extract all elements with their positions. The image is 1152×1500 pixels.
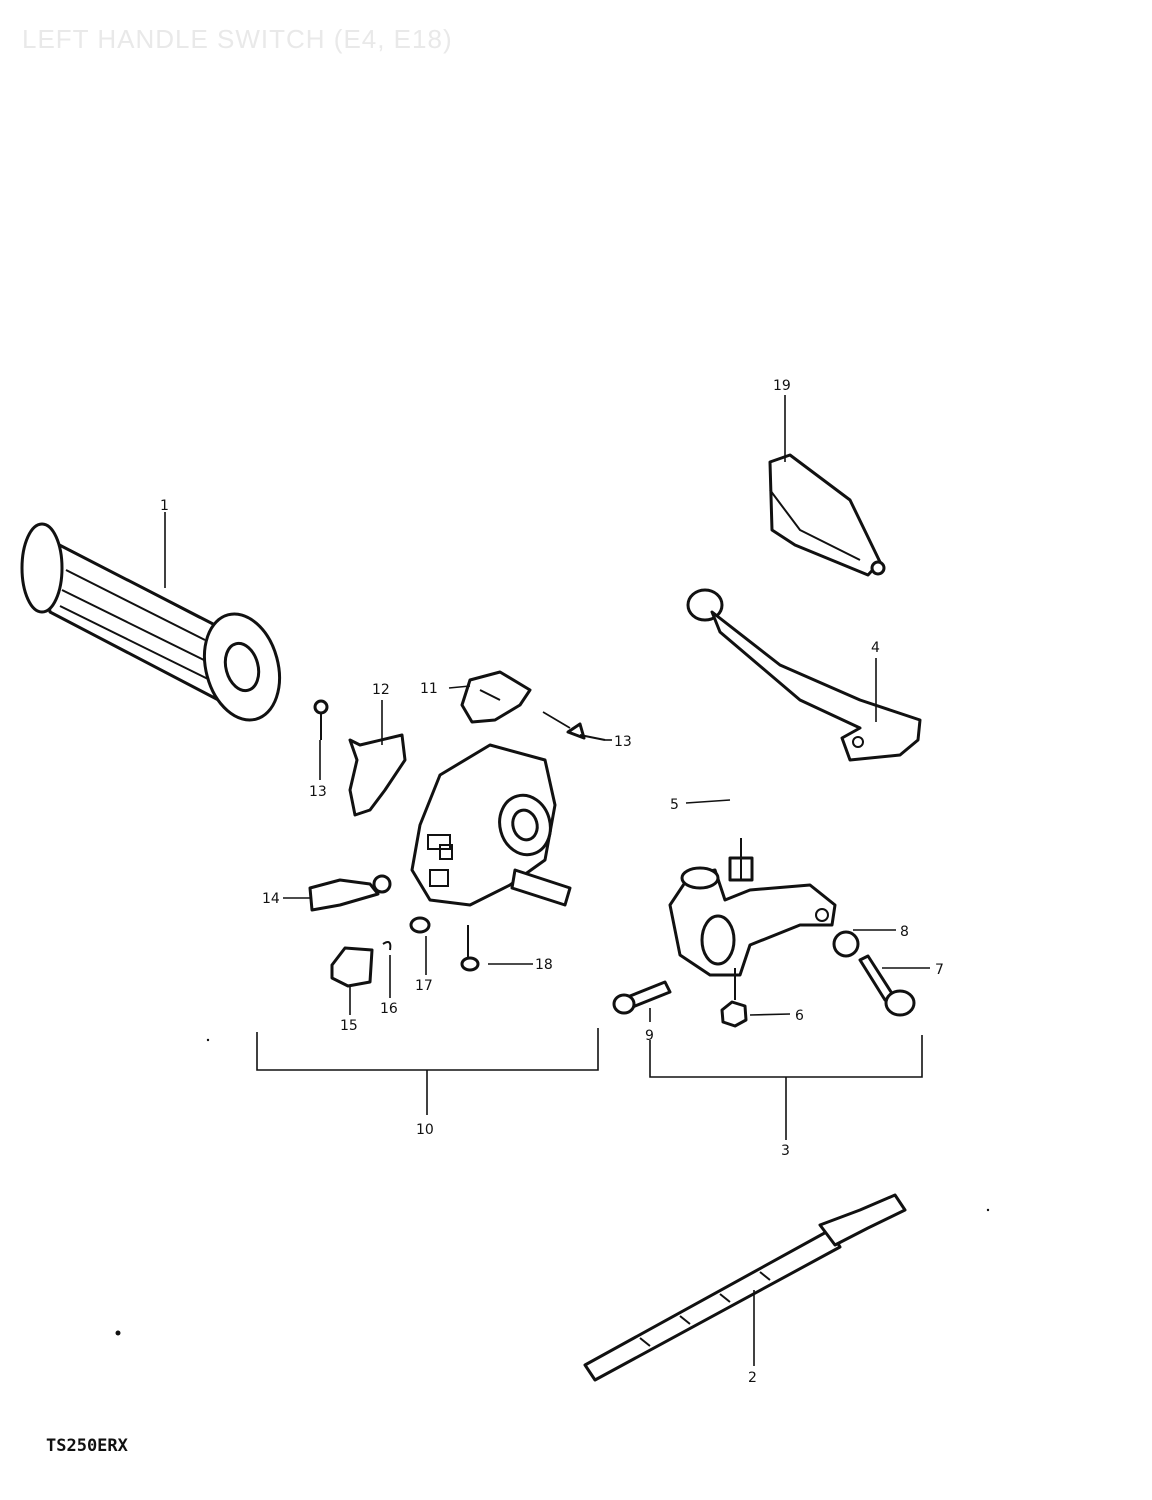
bracket-group-10: [256, 1028, 599, 1115]
callout-4: 4: [871, 640, 880, 656]
callout-17: 17: [415, 978, 433, 994]
callout-7: 7: [935, 962, 944, 978]
part-screw-right: [566, 722, 606, 741]
scan-speck: [986, 1208, 990, 1212]
callout-2: 2: [748, 1370, 757, 1386]
model-code: TS250ERX: [46, 1436, 128, 1456]
part-spring: [409, 916, 431, 934]
part-bolt-18: [460, 925, 480, 972]
part-screw-9: [612, 980, 672, 1015]
callout-16: 16: [380, 1001, 398, 1017]
callout-5: 5: [670, 797, 679, 813]
part-adjuster: [728, 838, 754, 882]
part-lever-holder: [668, 866, 837, 977]
part-nut: [720, 968, 748, 1028]
callout-10: 10: [416, 1122, 434, 1138]
part-screw-left: [313, 699, 329, 740]
part-switch-housing: [410, 743, 572, 907]
part-bolt-7: [858, 954, 916, 1017]
bracket-group-3: [649, 1035, 923, 1140]
part-connector: [308, 874, 392, 912]
callout-13-right: 13: [614, 734, 632, 750]
part-switch-cover: [348, 733, 407, 817]
callout-9: 9: [645, 1028, 654, 1044]
scan-speck: [115, 1330, 121, 1336]
callout-12: 12: [372, 682, 390, 698]
part-lever: [686, 588, 922, 762]
callout-11: 11: [420, 681, 438, 697]
callout-8: 8: [900, 924, 909, 940]
part-lever-cover: [768, 453, 886, 577]
callout-14: 14: [262, 891, 280, 907]
callout-3: 3: [781, 1143, 790, 1159]
leader-lines: [164, 395, 930, 1366]
callout-19: 19: [773, 378, 791, 394]
part-washer: [832, 930, 860, 958]
callout-18: 18: [535, 957, 553, 973]
callout-6: 6: [795, 1008, 804, 1024]
callout-1: 1: [160, 498, 169, 514]
part-switch-lever: [460, 670, 532, 724]
callout-13-left: 13: [309, 784, 327, 800]
part-clip: [382, 941, 392, 951]
part-cable-tie: [583, 1193, 907, 1382]
callout-15: 15: [340, 1018, 358, 1034]
diagram-title: LEFT HANDLE SWITCH (E4, E18): [22, 24, 453, 54]
part-switch-block: [330, 946, 374, 988]
scan-speck: [206, 1038, 210, 1042]
part-grip: [20, 522, 281, 722]
